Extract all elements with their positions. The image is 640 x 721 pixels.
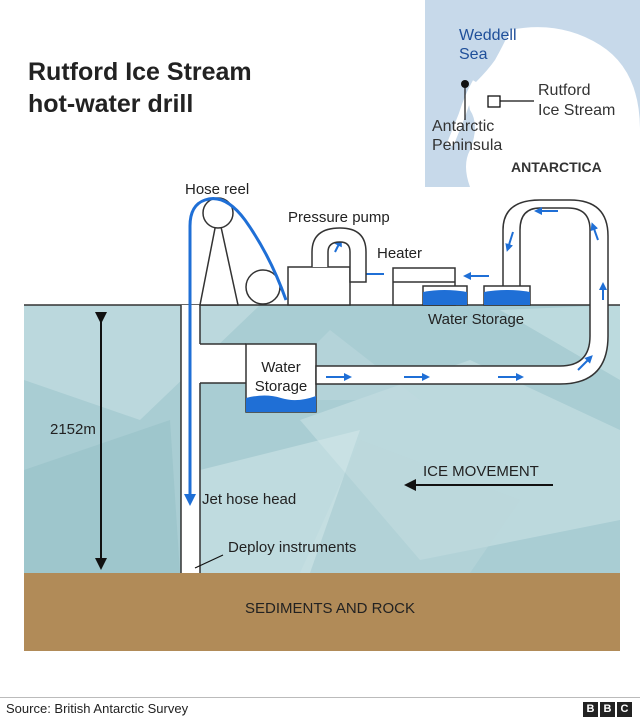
deploy-leader-line bbox=[194, 554, 224, 569]
jet-hose-head-label: Jet hose head bbox=[202, 491, 296, 508]
sub-storage-label-2: Storage bbox=[255, 378, 308, 395]
title-line-1: Rutford Ice Stream bbox=[28, 58, 252, 86]
sub-storage-label-1: Water bbox=[261, 359, 300, 376]
sediments-label: SEDIMENTS AND ROCK bbox=[245, 600, 415, 617]
map-continent-label: ANTARCTICA bbox=[511, 159, 602, 175]
map-site-label-2: Ice Stream bbox=[538, 102, 615, 119]
footer-divider bbox=[0, 697, 640, 698]
surface-storage-label: Water Storage bbox=[428, 311, 524, 328]
source-credit: Source: British Antarctic Survey bbox=[6, 701, 189, 716]
logo-letter: B bbox=[600, 702, 615, 717]
map-peninsula-label-1: Antarctic bbox=[432, 118, 494, 135]
logo-letter: B bbox=[583, 702, 598, 717]
map-land bbox=[466, 27, 640, 188]
ice-sheet bbox=[24, 305, 620, 573]
map-sea-label-1: Weddell bbox=[459, 27, 517, 44]
pressure-pump-label: Pressure pump bbox=[288, 209, 390, 226]
flow-arrows bbox=[315, 207, 607, 381]
logo-letter: C bbox=[617, 702, 632, 717]
map-peninsula-label-2: Peninsula bbox=[432, 137, 502, 154]
map-peninsula bbox=[446, 80, 480, 147]
bbc-logo: B B C bbox=[583, 702, 632, 717]
map-site-label-1: Rutford bbox=[538, 82, 590, 99]
sediment-layer bbox=[24, 573, 620, 651]
subsurface-cavity bbox=[200, 199, 609, 413]
pump-pipe bbox=[311, 227, 367, 283]
surface-equipment bbox=[199, 197, 531, 306]
diagram-title: Rutford Ice Stream hot-water drill bbox=[28, 56, 252, 120]
hose-reel-stand bbox=[199, 212, 239, 306]
drill-hose bbox=[188, 197, 288, 490]
hose-reel-label: Hose reel bbox=[185, 181, 249, 198]
title-line-2: hot-water drill bbox=[28, 90, 194, 118]
heater-label: Heater bbox=[377, 245, 422, 262]
deploy-instruments-label: Deploy instruments bbox=[228, 539, 356, 556]
ice-movement-label: ICE MOVEMENT bbox=[423, 463, 539, 480]
depth-label: 2152m bbox=[50, 421, 96, 438]
pressure-pump bbox=[287, 266, 351, 306]
inset-map bbox=[425, 0, 640, 188]
map-sea-label-2: Sea bbox=[459, 46, 488, 63]
